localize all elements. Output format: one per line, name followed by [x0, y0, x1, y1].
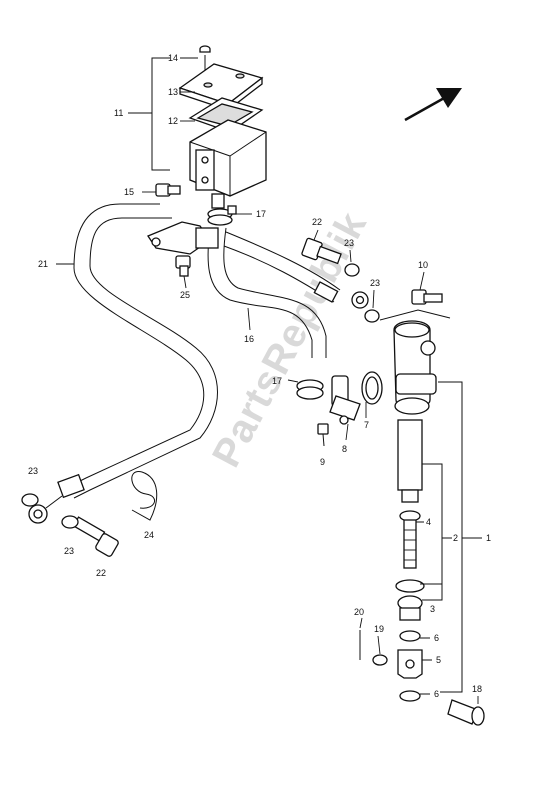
label-14: 14	[168, 53, 178, 63]
circlip-3	[395, 579, 425, 621]
nut-6-lower	[399, 690, 421, 702]
washer-23-a	[344, 263, 360, 277]
label-19: 19	[374, 624, 384, 634]
label-18: 18	[472, 684, 482, 694]
part-number-labels: 14 13 11 12 15 17 22 23 21 10 23 25 16 1…	[28, 53, 491, 699]
hose-union-8	[329, 375, 361, 441]
label-3: 3	[430, 604, 435, 614]
reservoir-assembly	[128, 45, 267, 209]
label-23-c: 23	[28, 466, 38, 476]
label-1: 1	[486, 533, 491, 543]
hose-to-banjo	[223, 231, 369, 309]
callout-bracket-lines	[359, 381, 482, 704]
washer-23-c	[21, 493, 39, 507]
hose-16	[207, 227, 327, 358]
label-24: 24	[144, 530, 154, 540]
washer-23-b	[364, 309, 380, 323]
label-23-d: 23	[64, 546, 74, 556]
label-9: 9	[320, 457, 325, 467]
washer-19	[372, 654, 388, 666]
screw-9	[317, 423, 329, 447]
bolt-10	[411, 271, 443, 305]
label-16: 16	[244, 334, 254, 344]
nut-6-upper	[399, 630, 421, 642]
label-23-b: 23	[370, 278, 380, 288]
bolt-25	[175, 255, 191, 289]
label-2: 2	[453, 533, 458, 543]
label-12: 12	[168, 116, 178, 126]
label-8: 8	[342, 444, 347, 454]
label-13: 13	[168, 87, 178, 97]
label-23-a: 23	[344, 238, 354, 248]
label-17-lower: 17	[272, 376, 282, 386]
banjo-bolt-22-lower	[72, 516, 119, 557]
clamp-17-upper	[207, 205, 252, 226]
clevis-joint-5	[397, 649, 423, 679]
piston-spring-stack	[397, 419, 423, 569]
label-15: 15	[124, 187, 134, 197]
label-20: 20	[354, 607, 364, 617]
label-6-upper: 6	[434, 633, 439, 643]
label-21: 21	[38, 259, 48, 269]
label-25: 25	[180, 290, 190, 300]
label-10: 10	[418, 260, 428, 270]
bolt-15	[142, 183, 181, 197]
label-22-upper: 22	[312, 217, 322, 227]
label-4: 4	[426, 517, 431, 527]
label-6-lower: 6	[434, 689, 439, 699]
master-cylinder-body	[379, 309, 451, 415]
banjo-bolt-22-upper	[301, 229, 342, 265]
label-7: 7	[364, 420, 369, 430]
label-22-lower: 22	[96, 568, 106, 578]
spring-clip-24	[131, 471, 158, 521]
washer-23-d	[61, 515, 79, 529]
pin-18	[447, 699, 485, 726]
o-ring-7	[361, 371, 383, 418]
front-direction-arrow-icon	[404, 88, 462, 122]
label-5: 5	[436, 655, 441, 665]
clamp-17-lower	[287, 379, 324, 400]
label-11: 11	[114, 108, 123, 118]
label-17-upper: 17	[256, 209, 266, 219]
pipe-21	[28, 203, 218, 524]
pipe-junction-bracket	[147, 221, 219, 255]
